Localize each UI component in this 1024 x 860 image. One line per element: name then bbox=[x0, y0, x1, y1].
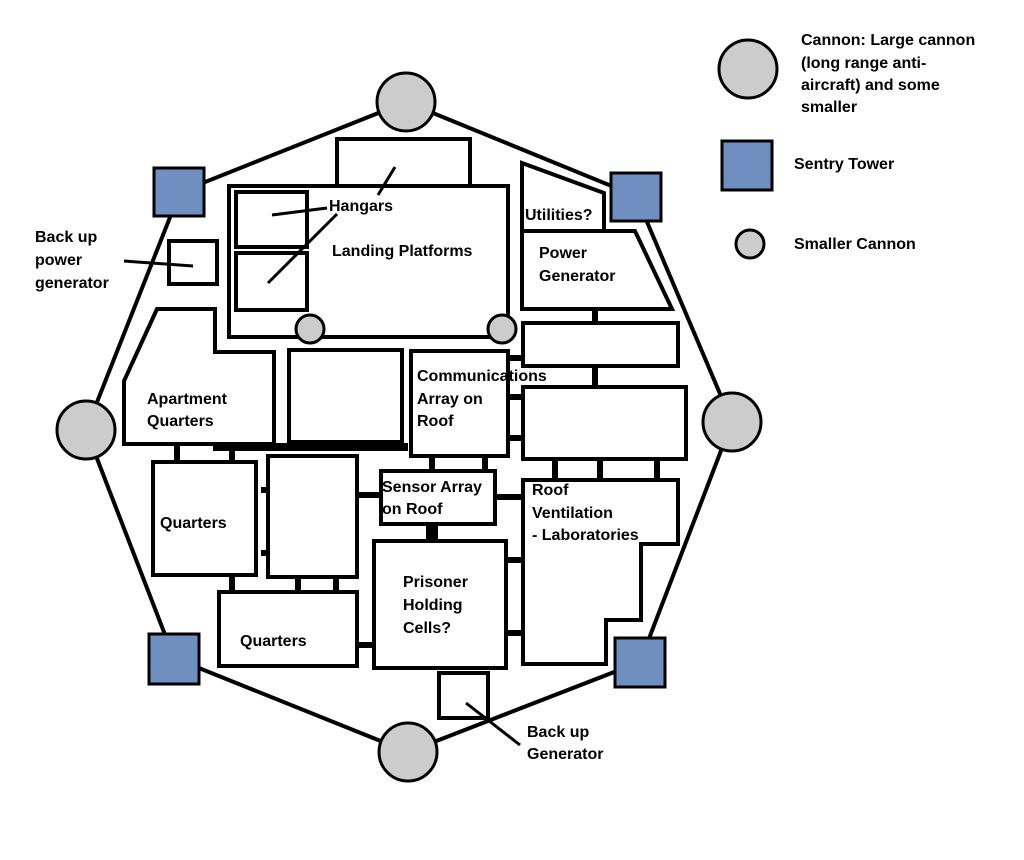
quarters-left-room bbox=[151, 460, 258, 577]
legend-sentry-tower-icon bbox=[720, 139, 774, 192]
roof-ventilation-laboratories-room bbox=[521, 478, 680, 666]
sentry-tower-se bbox=[613, 636, 667, 689]
sentry-tower-ne bbox=[609, 171, 663, 223]
small-cannon-left bbox=[294, 313, 326, 345]
room-labels: Hangars Landing Platforms Utilities? Pow… bbox=[35, 198, 639, 763]
label-prisoner-holding: Prisoner Holding Cells? bbox=[403, 574, 472, 637]
east-middle-room bbox=[521, 385, 688, 461]
label-sensor-array: Sensor Array on Roof bbox=[382, 479, 486, 518]
hangar-bay-upper bbox=[234, 190, 309, 249]
power-generator-room bbox=[520, 229, 676, 311]
rooms bbox=[122, 137, 688, 720]
legend-sentry-text: Sentry Tower bbox=[794, 156, 894, 173]
label-backup-generator: Back up Generator bbox=[527, 724, 603, 763]
label-quarters-bottom: Quarters bbox=[240, 633, 307, 650]
label-communications: Communications Array on Roof bbox=[417, 368, 551, 430]
legend-small-cannon-icon bbox=[734, 228, 766, 260]
apartment-quarters-room bbox=[122, 307, 276, 446]
prisoner-holding-room bbox=[372, 539, 508, 670]
backup-generator-box bbox=[437, 671, 490, 720]
sentry-tower-nw bbox=[152, 166, 206, 218]
legend: Cannon: Large cannon (long range anti- a… bbox=[717, 32, 980, 260]
label-power-generator: Power Generator bbox=[539, 245, 615, 285]
small-cannons bbox=[294, 313, 518, 345]
legend-large-cannon-icon bbox=[717, 38, 779, 100]
label-backup-power: Back up power generator bbox=[35, 229, 109, 292]
central-west-room bbox=[266, 454, 359, 579]
corridors bbox=[174, 309, 660, 648]
legend-small-cannon-text: Smaller Cannon bbox=[794, 236, 916, 253]
large-cannons bbox=[55, 71, 763, 783]
large-cannon-north bbox=[375, 71, 437, 133]
label-apartment-quarters: Apartment Quarters bbox=[147, 391, 231, 430]
communications-room bbox=[409, 349, 510, 458]
large-cannon-west bbox=[55, 399, 117, 461]
sentry-tower-sw bbox=[147, 632, 201, 686]
large-cannon-east bbox=[701, 391, 763, 453]
legend-cannon-text: Cannon: Large cannon (long range anti- a… bbox=[801, 32, 980, 116]
label-hangars: Hangars bbox=[329, 198, 393, 215]
sensor-array-room bbox=[379, 469, 497, 526]
large-cannon-south bbox=[377, 721, 439, 783]
small-cannon-right bbox=[486, 313, 518, 345]
pointer-lines bbox=[123, 166, 521, 747]
east-upper-room bbox=[521, 321, 680, 368]
label-landing-platforms: Landing Platforms bbox=[332, 243, 473, 260]
sentry-towers bbox=[147, 166, 667, 689]
hangar-top-block bbox=[335, 137, 472, 188]
label-roof-ventilation: Roof Ventilation - Laboratories bbox=[532, 482, 639, 544]
label-quarters-left: Quarters bbox=[160, 515, 227, 532]
quarters-bottom-room bbox=[217, 590, 359, 668]
central-block-room bbox=[287, 348, 404, 444]
backup-power-generator-box bbox=[167, 239, 219, 286]
label-utilities: Utilities? bbox=[525, 207, 593, 224]
